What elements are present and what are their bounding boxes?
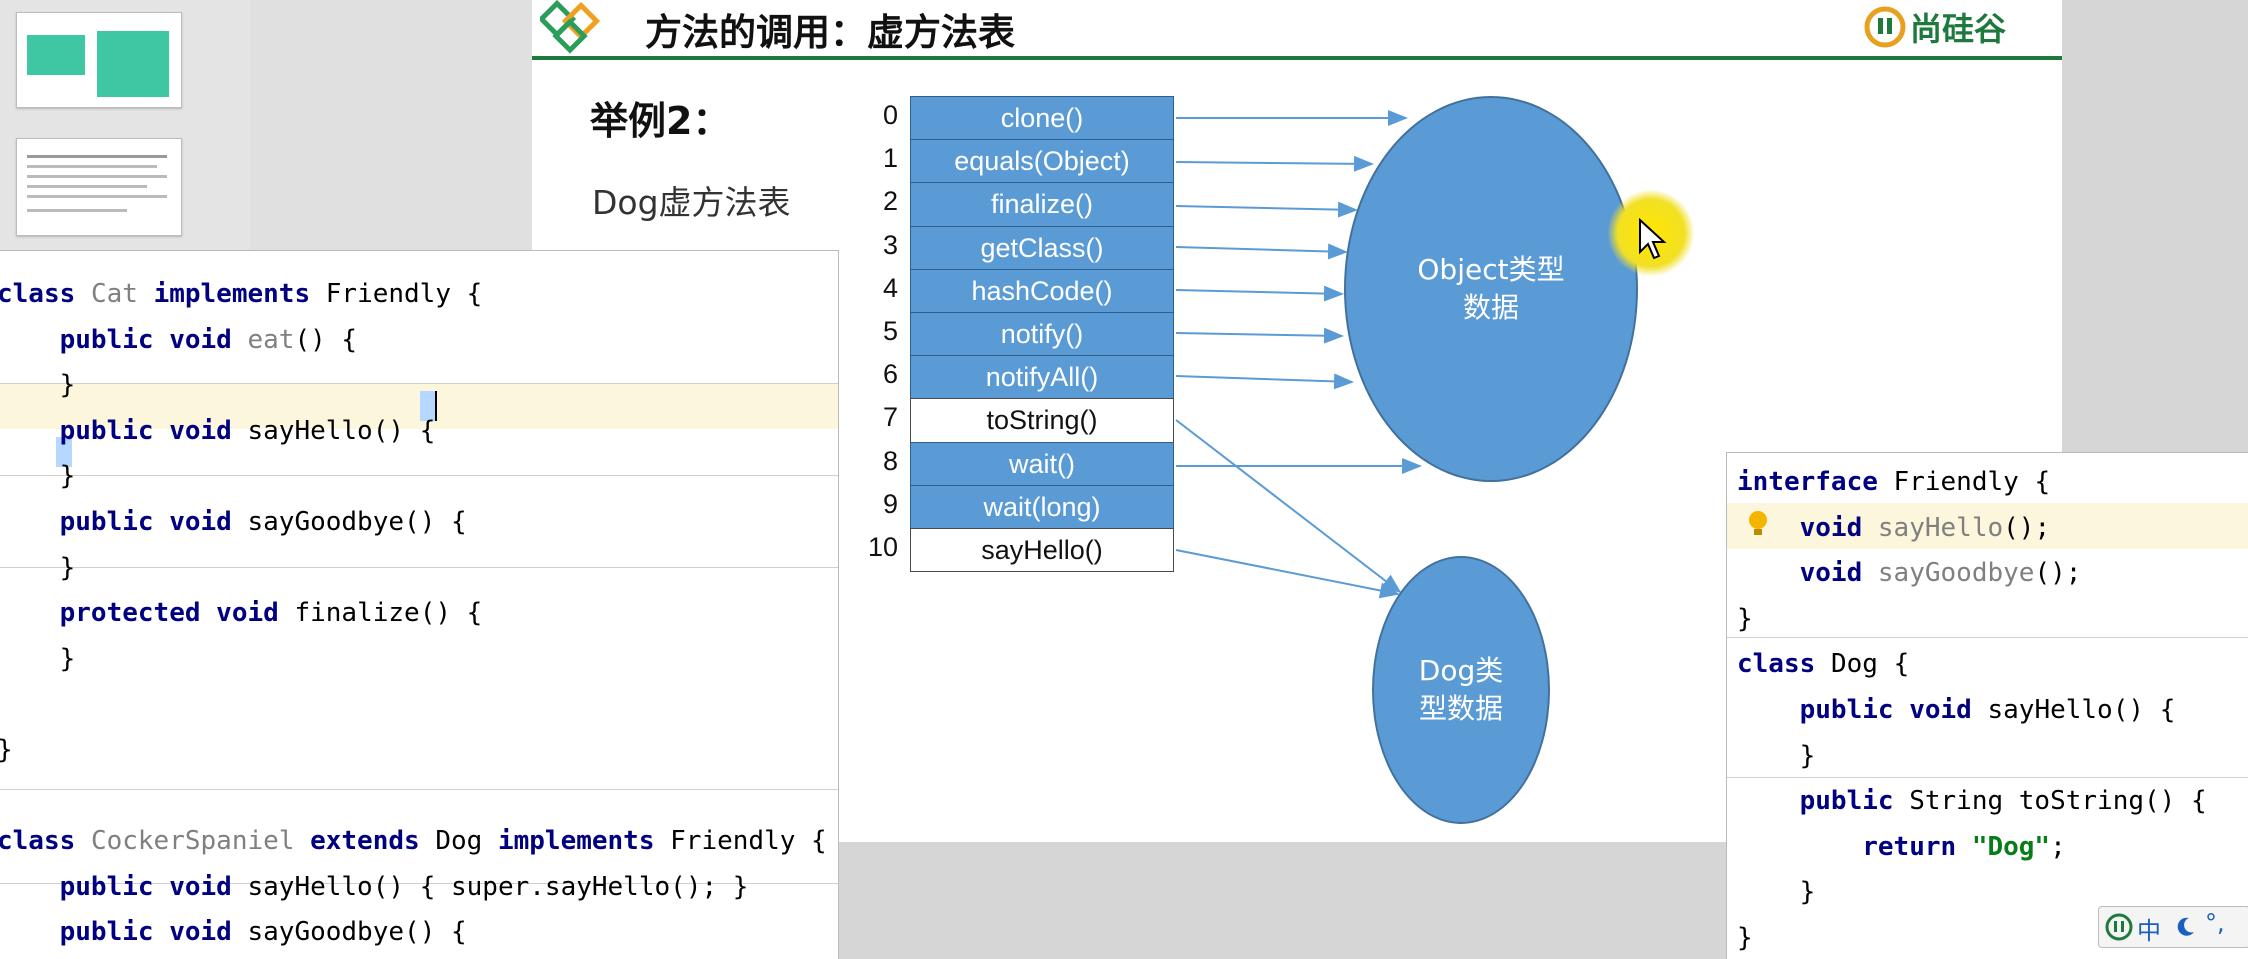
- vtable-entry: hashCode(): [910, 268, 1174, 313]
- code-line: }: [59, 552, 76, 583]
- code-line: }: [59, 370, 76, 401]
- code-line: }: [1737, 603, 1753, 634]
- vtable-index-0: 0: [882, 100, 898, 130]
- right-code-editor[interactable]: interface Friendly { void sayHello(); vo…: [1726, 452, 2248, 959]
- current-line-highlight: [0, 383, 838, 429]
- code-line: public void sayGoodbye() {: [59, 917, 467, 948]
- punctuation-icon[interactable]: °,: [2205, 909, 2225, 937]
- lightbulb-icon[interactable]: [1747, 509, 1769, 539]
- code-line: }: [0, 955, 75, 959]
- code-line: }: [1799, 877, 1816, 908]
- object-type-data-ellipse: Object类型 数据: [1344, 96, 1638, 482]
- vtable-index-5: 5: [882, 316, 898, 346]
- moon-icon[interactable]: [2173, 915, 2197, 939]
- dog-type-data-label: Dog类 型数据: [1418, 654, 1504, 725]
- vtable-entry: equals(Object): [910, 139, 1174, 184]
- code-line: }: [1799, 740, 1816, 771]
- vtable-index-7: 7: [882, 402, 898, 433]
- slide-logo-icon: [540, 0, 601, 54]
- slide-thumbnail-2[interactable]: [16, 138, 182, 236]
- code-line: }: [59, 461, 76, 492]
- code-line: protected void finalize() {: [59, 598, 483, 629]
- vtable-caption: Dog虚方法表: [592, 183, 791, 222]
- dog-type-data-ellipse: Dog类 型数据: [1372, 556, 1550, 824]
- code-line: public String toString() {: [1799, 786, 2207, 817]
- current-line-highlight: [1727, 503, 2248, 549]
- example-label: 举例2：: [590, 99, 731, 143]
- vtable-entry: toString(): [910, 398, 1174, 443]
- vtable-index-8: 8: [882, 445, 898, 476]
- code-line: }: [59, 643, 76, 674]
- vtable-entry: notifyAll(): [910, 355, 1174, 400]
- code-line: void sayGoodbye();: [1799, 558, 2082, 589]
- vtable-entry: notify(): [910, 312, 1174, 357]
- ime-logo-icon: [2105, 913, 2133, 941]
- ime-mode-label[interactable]: 中: [2137, 917, 2161, 945]
- text-caret: [435, 391, 437, 421]
- ime-toolbar[interactable]: 中 °,: [2098, 906, 2248, 948]
- vtable-entry: wait(): [910, 441, 1174, 486]
- slide-title: 方法的调用：虚方法表: [645, 11, 1015, 54]
- code-line: public void sayHello() {: [1799, 695, 2176, 725]
- code-line: public void sayGoodbye() {: [59, 507, 467, 537]
- vtable-index-1: 1: [882, 143, 898, 174]
- brace-match-highlight-close: [56, 437, 72, 467]
- code-line: }: [1737, 923, 1753, 953]
- vtable-entry: finalize(): [910, 182, 1174, 227]
- slide-title-bar: [532, 0, 2062, 60]
- brand-logo-icon: [1864, 6, 1906, 48]
- vtable-index-4: 4: [882, 272, 898, 303]
- code-line: }: [0, 727, 13, 773]
- vtable-index-6: 6: [882, 359, 898, 390]
- vtable-entry: sayHello(): [910, 528, 1174, 573]
- code-line: class Dog {: [1737, 649, 1910, 680]
- left-code-editor[interactable]: class Cat implements Friendly { public v…: [0, 250, 839, 959]
- vtable-index-3: 3: [882, 229, 898, 260]
- mouse-cursor-icon: [1639, 218, 1667, 260]
- vtable-entry: getClass(): [910, 225, 1174, 270]
- code-line: public void sayHello() { super.sayHello(…: [59, 871, 749, 902]
- code-line: public void eat() {: [59, 324, 358, 355]
- code-line: class CockerSpaniel extends Dog implemen…: [0, 826, 827, 857]
- code-line: class Cat implements Friendly {: [0, 279, 483, 309]
- code-line: interface Friendly {: [1737, 467, 2051, 497]
- vtable-index-10: 10: [867, 532, 898, 562]
- code-line: public void sayHello() {: [59, 415, 436, 446]
- code-line: return "Dog";: [1862, 831, 2066, 862]
- vtable-index-9: 9: [882, 488, 898, 519]
- slide-thumbnail-1[interactable]: [16, 12, 182, 108]
- vtable-entry: wait(long): [910, 484, 1174, 529]
- brace-match-highlight: [420, 391, 436, 421]
- code-line: void sayHello();: [1799, 512, 2051, 543]
- vtable-index-2: 2: [882, 186, 898, 217]
- brand-name: 尚硅谷: [1910, 10, 2007, 48]
- object-type-data-label: Object类型 数据: [1417, 253, 1565, 324]
- vtable-entry: clone(): [910, 96, 1174, 141]
